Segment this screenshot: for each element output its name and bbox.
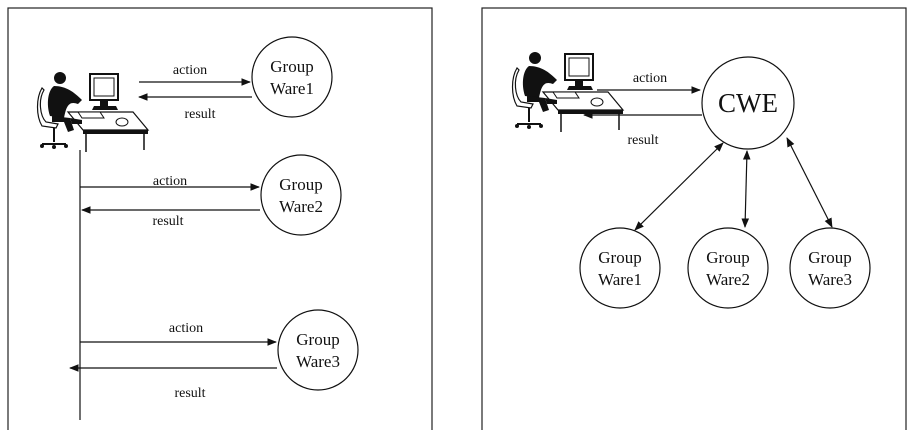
result-label-3: result — [174, 386, 205, 401]
groupware1-node — [251, 36, 333, 118]
link-cwe-groupware1 — [634, 142, 724, 231]
left-panel-frame — [7, 7, 433, 430]
groupware1-label-line2: Ware1 — [270, 79, 314, 98]
link-cwe-groupware2 — [741, 150, 751, 228]
groupware2-label-line1: Group — [279, 175, 322, 194]
right-groupware2-label-line1: Group — [706, 248, 749, 267]
right-groupware3-label-line2: Ware3 — [808, 270, 852, 289]
result-label-1: result — [184, 107, 215, 122]
groupware2-label-line2: Ware2 — [279, 197, 323, 216]
result-label-2: result — [152, 214, 183, 229]
right-groupware1-node — [579, 227, 661, 309]
right-groupware1-label-line1: Group — [598, 248, 641, 267]
cwe-hub-label: CWE — [718, 88, 778, 118]
right-groupware3-node — [789, 227, 871, 309]
action-label-3: action — [169, 321, 203, 336]
right-groupware1-label-line2: Ware1 — [598, 270, 642, 289]
right-groupware3-label-line1: Group — [808, 248, 851, 267]
result-label-cwe: result — [627, 133, 658, 148]
cwe-hub-node — [701, 56, 795, 150]
groupware3-label-line1: Group — [296, 330, 339, 349]
right-groupware2-node — [687, 227, 769, 309]
action-label-cwe: action — [633, 71, 667, 86]
action-label-1: action — [173, 63, 207, 78]
groupware3-label-line2: Ware3 — [296, 352, 340, 371]
groupware1-label-line1: Group — [270, 57, 313, 76]
action-label-2: action — [153, 174, 187, 189]
right-groupware2-label-line2: Ware2 — [706, 270, 750, 289]
link-cwe-groupware3 — [786, 137, 833, 228]
groupware3-node — [277, 309, 359, 391]
groupware2-node — [260, 154, 342, 236]
